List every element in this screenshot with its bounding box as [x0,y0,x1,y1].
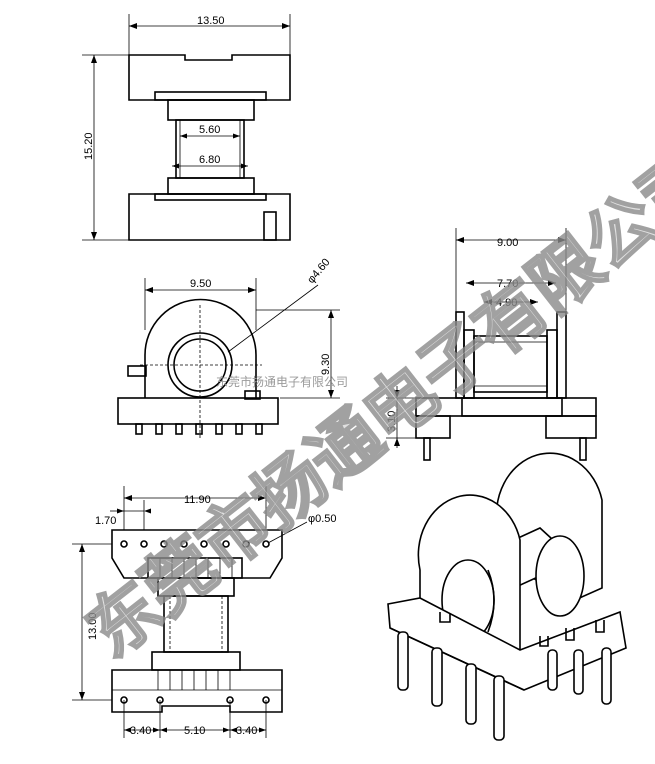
isometric-view [387,452,627,741]
dim-bottom-mid: 5.10 [184,725,205,737]
dim-top-inner1: 5.60 [199,124,220,136]
dim-side-pin-height: 3.10 [386,411,398,432]
dim-top-width: 13.50 [197,15,225,27]
dim-top-height: 15.20 [83,132,95,160]
dim-front-diameter: φ4.60 [305,256,333,286]
bottom-view: 11.90 1.70 φ0.50 13.00 [72,486,337,738]
front-view: 9.50 φ4.60 9.30 [117,256,340,440]
watermark-small: 东莞市扬通电子有限公司 [216,374,348,389]
side-view: 9.00 7.70 4.90 3.10 [386,228,597,461]
dim-front-height: 9.30 [320,354,332,375]
dim-bottom-right: 3.40 [236,725,257,737]
dim-side-width: 9.00 [497,237,518,249]
dim-bottom-left: 3.40 [130,725,151,737]
dim-bottom-pitch: 11.90 [184,494,211,506]
dim-front-width: 9.50 [190,278,211,290]
dim-top-inner2: 6.80 [199,154,220,166]
top-view: 13.50 15.20 5.60 6.80 [82,14,291,241]
dim-bottom-pin-dia: φ0.50 [308,513,337,525]
dim-side-inner2: 4.90 [496,297,517,309]
dim-bottom-offset: 1.70 [95,515,116,527]
dim-side-inner1: 7.70 [497,278,518,290]
dim-bottom-height: 13.00 [87,612,99,640]
